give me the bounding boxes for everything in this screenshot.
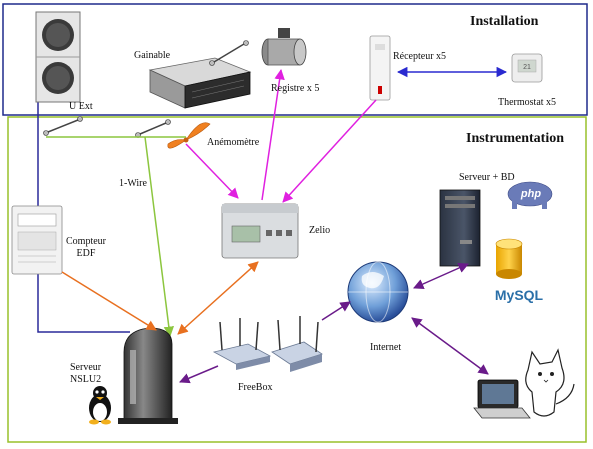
temperature-probe-icon	[43, 116, 83, 136]
label-registre: Registre x 5	[271, 83, 320, 94]
php-logo-icon	[507, 181, 553, 209]
sensor-probe-icon	[209, 40, 249, 66]
label-recepteur: Récepteur x5	[393, 51, 447, 62]
freebox-server-icon	[271, 316, 323, 372]
cat-mascot-icon	[525, 348, 575, 417]
link-zelio-recepteur	[282, 99, 377, 203]
label-u-ext: U Ext	[69, 101, 93, 112]
database-cylinder-icon	[495, 238, 523, 279]
link-anemometre-zelio	[185, 143, 239, 199]
database-server-icon	[439, 189, 481, 267]
ducted-unit-icon	[148, 57, 252, 109]
label-compteur-line2: EDF	[76, 248, 96, 259]
temperature-probe-icon	[135, 119, 171, 138]
label-zelio: Zelio	[309, 225, 331, 236]
instrumentation-frame	[7, 116, 587, 443]
section-title-instrumentation: Instrumentation	[466, 131, 565, 146]
label-one-wire: 1-Wire	[119, 178, 147, 189]
anemometer-icon	[167, 122, 211, 149]
power-line	[37, 95, 130, 333]
laptop-icon	[473, 379, 531, 419]
label-gainable: Gainable	[134, 50, 171, 61]
outdoor-unit-icon	[35, 11, 81, 103]
mysql-logo-text: MySQL	[495, 287, 544, 303]
link-freebox-nslu2	[179, 365, 219, 384]
php-logo-text: php	[520, 188, 541, 200]
electric-meter-icon	[11, 205, 63, 275]
link-freebox-internet	[321, 301, 351, 321]
label-nslu2-line2: NSLU2	[70, 374, 102, 385]
label-compteur-edf: Compteur EDF	[66, 236, 106, 260]
nslu2-server-icon	[118, 327, 178, 424]
link-zelio-nslu2	[177, 261, 259, 335]
freebox-router-icon	[212, 318, 272, 370]
label-internet: Internet	[370, 342, 402, 353]
one-wire-link	[144, 136, 175, 338]
label-serveur-nslu2: Serveur NSLU2	[70, 362, 101, 386]
label-thermostat: Thermostat x5	[498, 97, 557, 108]
label-serveur-bd: Serveur + BD	[459, 172, 515, 183]
link-zelio-registre	[261, 68, 285, 201]
label-nslu2-line1: Serveur	[70, 362, 102, 373]
damper-icon	[261, 28, 307, 66]
svg-text:21: 21	[523, 64, 531, 71]
internet-globe-icon	[347, 261, 409, 323]
linux-penguin-icon	[89, 386, 111, 425]
label-compteur-line1: Compteur	[66, 236, 106, 247]
zelio-plc-icon	[221, 203, 299, 259]
link-internet-laptop	[411, 317, 489, 375]
section-title-installation: Installation	[470, 14, 539, 29]
label-anemometre: Anémomètre	[207, 137, 260, 148]
link-internet-server	[413, 263, 469, 289]
thermostat-icon: 21	[511, 53, 543, 83]
label-freebox: FreeBox	[238, 382, 273, 393]
link-compteur-nslu2	[61, 271, 157, 331]
installation-frame	[2, 3, 588, 116]
receiver-icon	[369, 35, 391, 101]
